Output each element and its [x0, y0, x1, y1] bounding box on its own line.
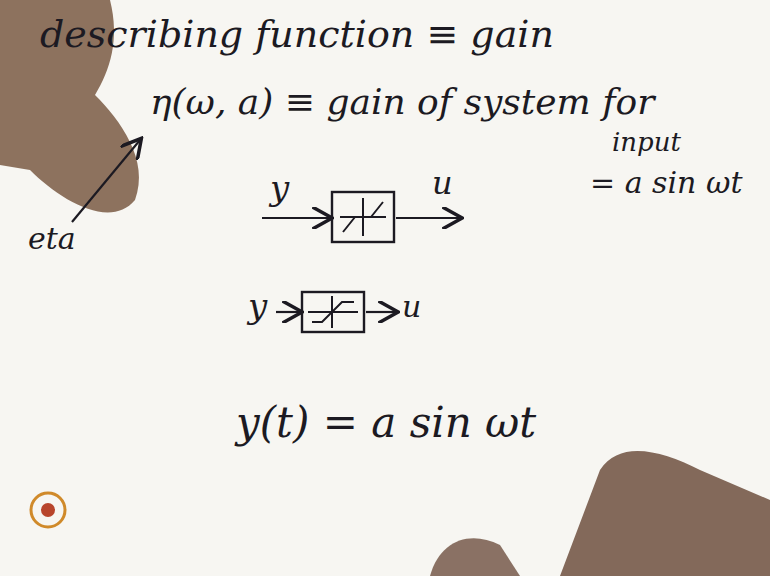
- signal-name: u: [402, 290, 421, 323]
- dead-zone-symbol: [340, 198, 386, 236]
- signal-arrow: [396, 217, 460, 219]
- nonlinearity-box: [332, 192, 394, 242]
- nonlinearity-box: [302, 292, 364, 332]
- heading-text: describing function ≡ gain: [40, 14, 554, 56]
- signal-arrow: [276, 311, 300, 313]
- signal-arrow: [262, 217, 330, 219]
- saturation-symbol: [308, 296, 358, 328]
- logo-mark: [31, 493, 65, 527]
- signal-arrow: [366, 311, 396, 313]
- hand-shadow: [560, 451, 770, 576]
- hand-shadow: [430, 538, 520, 576]
- equation-text: y(t) = a sin ωt: [236, 400, 536, 446]
- note-text: input: [612, 128, 681, 157]
- input-expression: = a sin ωt: [590, 166, 742, 199]
- signal-name: y: [270, 170, 289, 207]
- logo-mark: [41, 503, 55, 517]
- signal-name: y: [248, 288, 267, 325]
- annotation-text: eta: [28, 222, 76, 255]
- definition-text: η(ω, a) ≡ gain of system for: [150, 82, 654, 122]
- pointer-arrow: [72, 140, 140, 222]
- signal-name: u: [432, 166, 453, 201]
